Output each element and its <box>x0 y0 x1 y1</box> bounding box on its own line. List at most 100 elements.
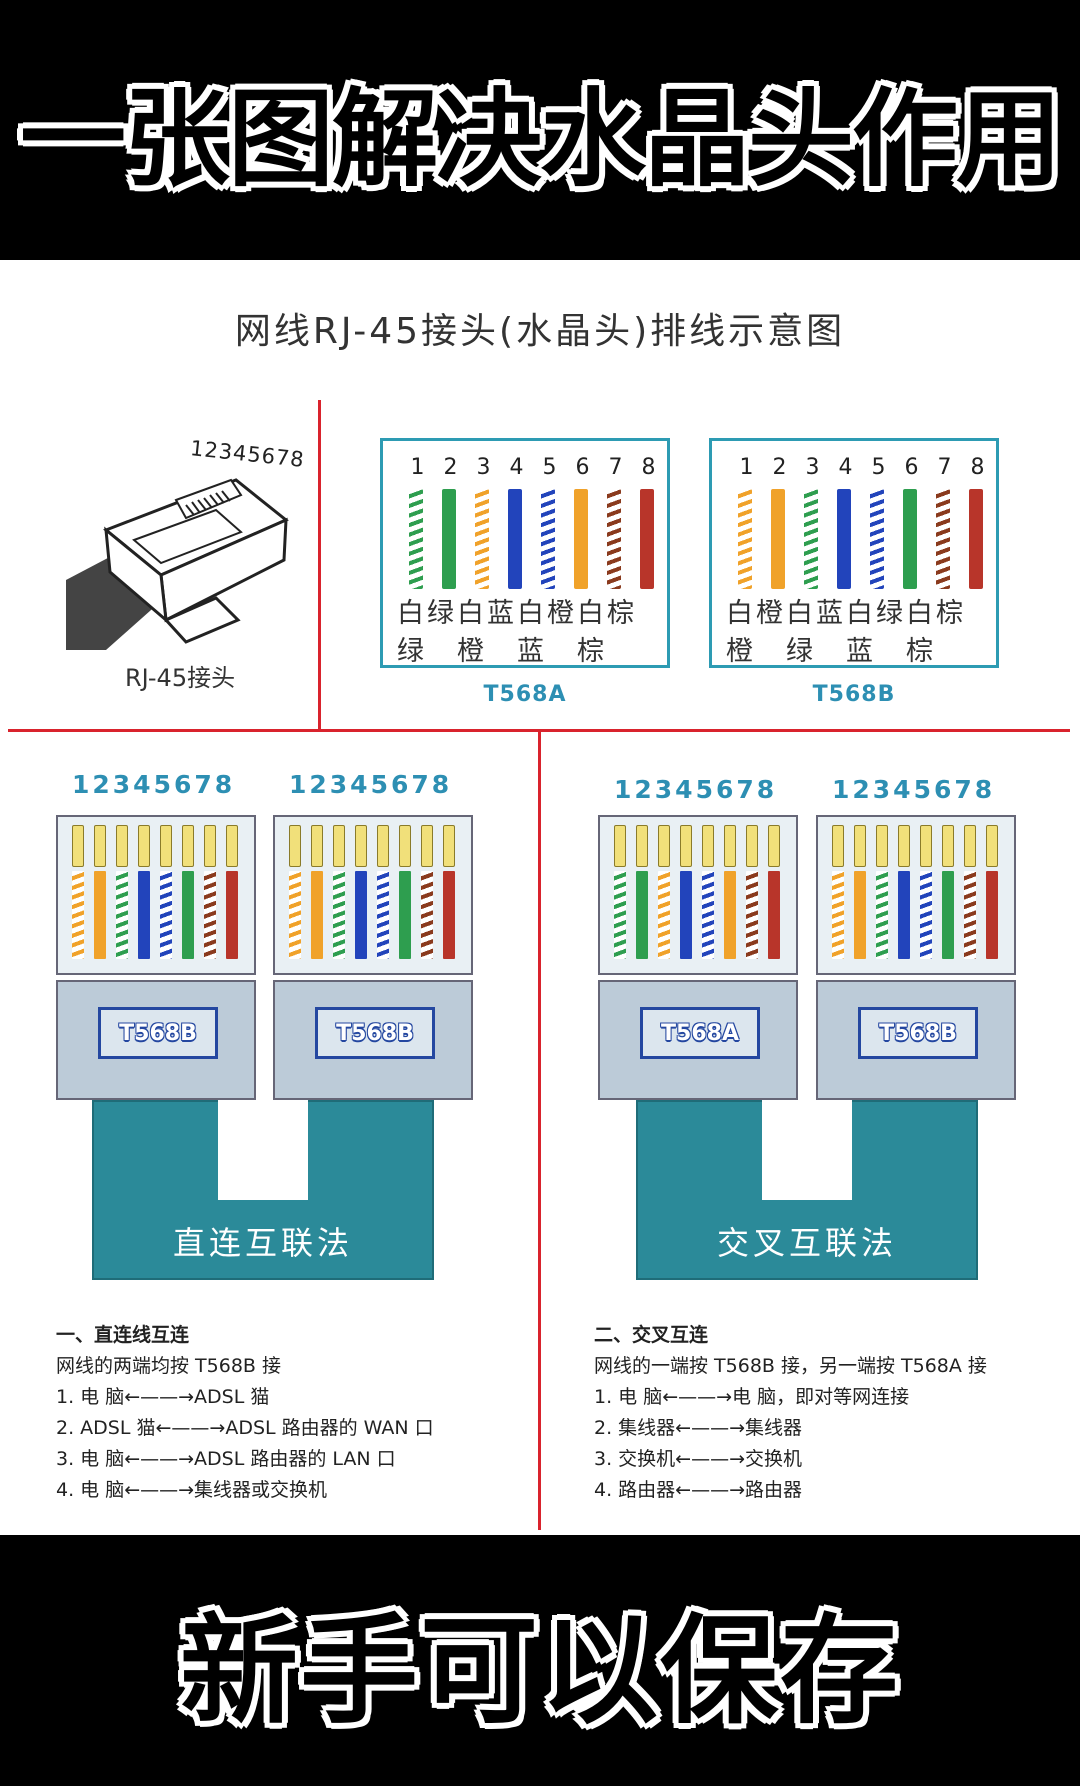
contact-wire-7 <box>204 871 216 959</box>
contact-wire-1 <box>832 871 844 959</box>
contact-wire-3 <box>116 871 128 959</box>
straight-right-pin-numbers: 12345678 <box>289 770 453 799</box>
contact-wire-5 <box>160 871 172 959</box>
contact-wire-1 <box>72 871 84 959</box>
gold-contact-2 <box>636 825 648 867</box>
cross-notes-sub: 网线的一端按 T568B 接，另一端按 T568A 接 <box>594 1355 987 1377</box>
contact-wire-8 <box>443 871 455 959</box>
contact-wire-4 <box>355 871 367 959</box>
t568b-wires <box>738 489 1002 589</box>
contact-wire-4 <box>898 871 910 959</box>
bottom-banner-text: 新手可以保存 <box>179 1602 900 1740</box>
contact-wire-2 <box>854 871 866 959</box>
contact-wire-5 <box>702 871 714 959</box>
gold-contact-8 <box>768 825 780 867</box>
gold-contact-6 <box>399 825 411 867</box>
contact-wire-7 <box>746 871 758 959</box>
wire-pin-5 <box>870 489 884 589</box>
wire-pin-2 <box>442 489 456 589</box>
straight-cable <box>92 1200 434 1280</box>
t568b-color-row2: 橙 绿 蓝 棕 <box>726 636 936 667</box>
gold-contact-4 <box>898 825 910 867</box>
contact-wire-3 <box>333 871 345 959</box>
rj45-plug-illustration <box>66 478 289 650</box>
gold-contact-4 <box>680 825 692 867</box>
gold-contact-8 <box>443 825 455 867</box>
contact-wire-8 <box>768 871 780 959</box>
top-banner-text: 一张图解决水晶头作用 <box>20 78 1062 201</box>
wire-pin-7 <box>936 489 950 589</box>
cross-note-1: 1. 电 脑←——→电 脑，即对等网连接 <box>594 1386 910 1408</box>
cross-notes-heading: 二、交叉互连 <box>594 1324 709 1346</box>
straight-notes-heading: 一、直连线互连 <box>56 1324 190 1346</box>
contact-wire-6 <box>942 871 954 959</box>
contact-wire-7 <box>964 871 976 959</box>
contact-wire-6 <box>724 871 736 959</box>
wire-pin-4 <box>837 489 851 589</box>
contact-wire-1 <box>289 871 301 959</box>
wire-pin-1 <box>738 489 752 589</box>
contact-wire-8 <box>986 871 998 959</box>
diagram-title: 网线RJ-45接头(水晶头)排线示意图 <box>234 311 846 352</box>
top-banner: 一张图解决水晶头作用 <box>0 0 1080 260</box>
t568a-wires <box>409 489 673 589</box>
cross-note-2: 2. 集线器←——→集线器 <box>594 1417 803 1439</box>
gold-contact-8 <box>226 825 238 867</box>
wire-pin-6 <box>903 489 917 589</box>
t568b-color-row1: 白橙白蓝白绿白棕 <box>726 598 966 629</box>
straight-note-1: 1. 电 脑←——→ADSL 猫 <box>56 1386 270 1408</box>
wire-pin-6 <box>574 489 588 589</box>
cross-left-connector: T568A <box>598 815 798 1101</box>
gold-contact-7 <box>964 825 976 867</box>
contact-wire-4 <box>680 871 692 959</box>
wire-pin-8 <box>969 489 983 589</box>
wire-pin-8 <box>640 489 654 589</box>
contact-wire-8 <box>226 871 238 959</box>
gold-contact-3 <box>116 825 128 867</box>
straight-note-3: 3. 电 脑←——→ADSL 路由器的 LAN 口 <box>56 1448 396 1470</box>
wire-pin-5 <box>541 489 555 589</box>
gold-contact-6 <box>724 825 736 867</box>
gold-contact-7 <box>204 825 216 867</box>
wire-pin-1 <box>409 489 423 589</box>
gold-contact-1 <box>72 825 84 867</box>
straight-note-2: 2. ADSL 猫←——→ADSL 路由器的 WAN 口 <box>56 1417 434 1439</box>
connector-contacts <box>816 815 1016 975</box>
t568b-title: T568B <box>812 682 896 707</box>
gold-contact-1 <box>614 825 626 867</box>
gold-contact-5 <box>160 825 172 867</box>
straight-right-connector: T568B <box>273 815 473 1101</box>
cross-right-connector: T568B <box>816 815 1016 1101</box>
gold-contact-4 <box>138 825 150 867</box>
cross-note-3: 3. 交换机←——→交换机 <box>594 1448 803 1470</box>
divider-vertical-top <box>318 400 321 730</box>
contact-wire-2 <box>636 871 648 959</box>
gold-contact-7 <box>746 825 758 867</box>
wire-pin-2 <box>771 489 785 589</box>
gold-contact-3 <box>658 825 670 867</box>
gold-contact-5 <box>920 825 932 867</box>
gold-contact-8 <box>986 825 998 867</box>
straight-left-pin-numbers: 12345678 <box>72 770 236 799</box>
contact-wire-1 <box>614 871 626 959</box>
cross-notes: 二、交叉互连 网线的一端按 T568B 接，另一端按 T568A 接 1. 电 … <box>594 1320 987 1506</box>
divider-horizontal <box>8 729 1070 732</box>
straight-notes: 一、直连线互连 网线的两端均按 T568B 接 1. 电 脑←——→ADSL 猫… <box>56 1320 434 1506</box>
contact-wire-3 <box>658 871 670 959</box>
connector-contacts <box>273 815 473 975</box>
wire-pin-4 <box>508 489 522 589</box>
contact-wire-2 <box>94 871 106 959</box>
connector-label: T568B <box>858 1007 978 1059</box>
cross-left-pin-numbers: 12345678 <box>614 775 778 804</box>
contact-wire-5 <box>920 871 932 959</box>
cross-note-4: 4. 路由器←——→路由器 <box>594 1479 803 1501</box>
gold-contact-6 <box>942 825 954 867</box>
gold-contact-1 <box>832 825 844 867</box>
gold-contact-1 <box>289 825 301 867</box>
connector-contacts <box>598 815 798 975</box>
gold-contact-2 <box>94 825 106 867</box>
bottom-banner: 新手可以保存 <box>0 1535 1080 1786</box>
